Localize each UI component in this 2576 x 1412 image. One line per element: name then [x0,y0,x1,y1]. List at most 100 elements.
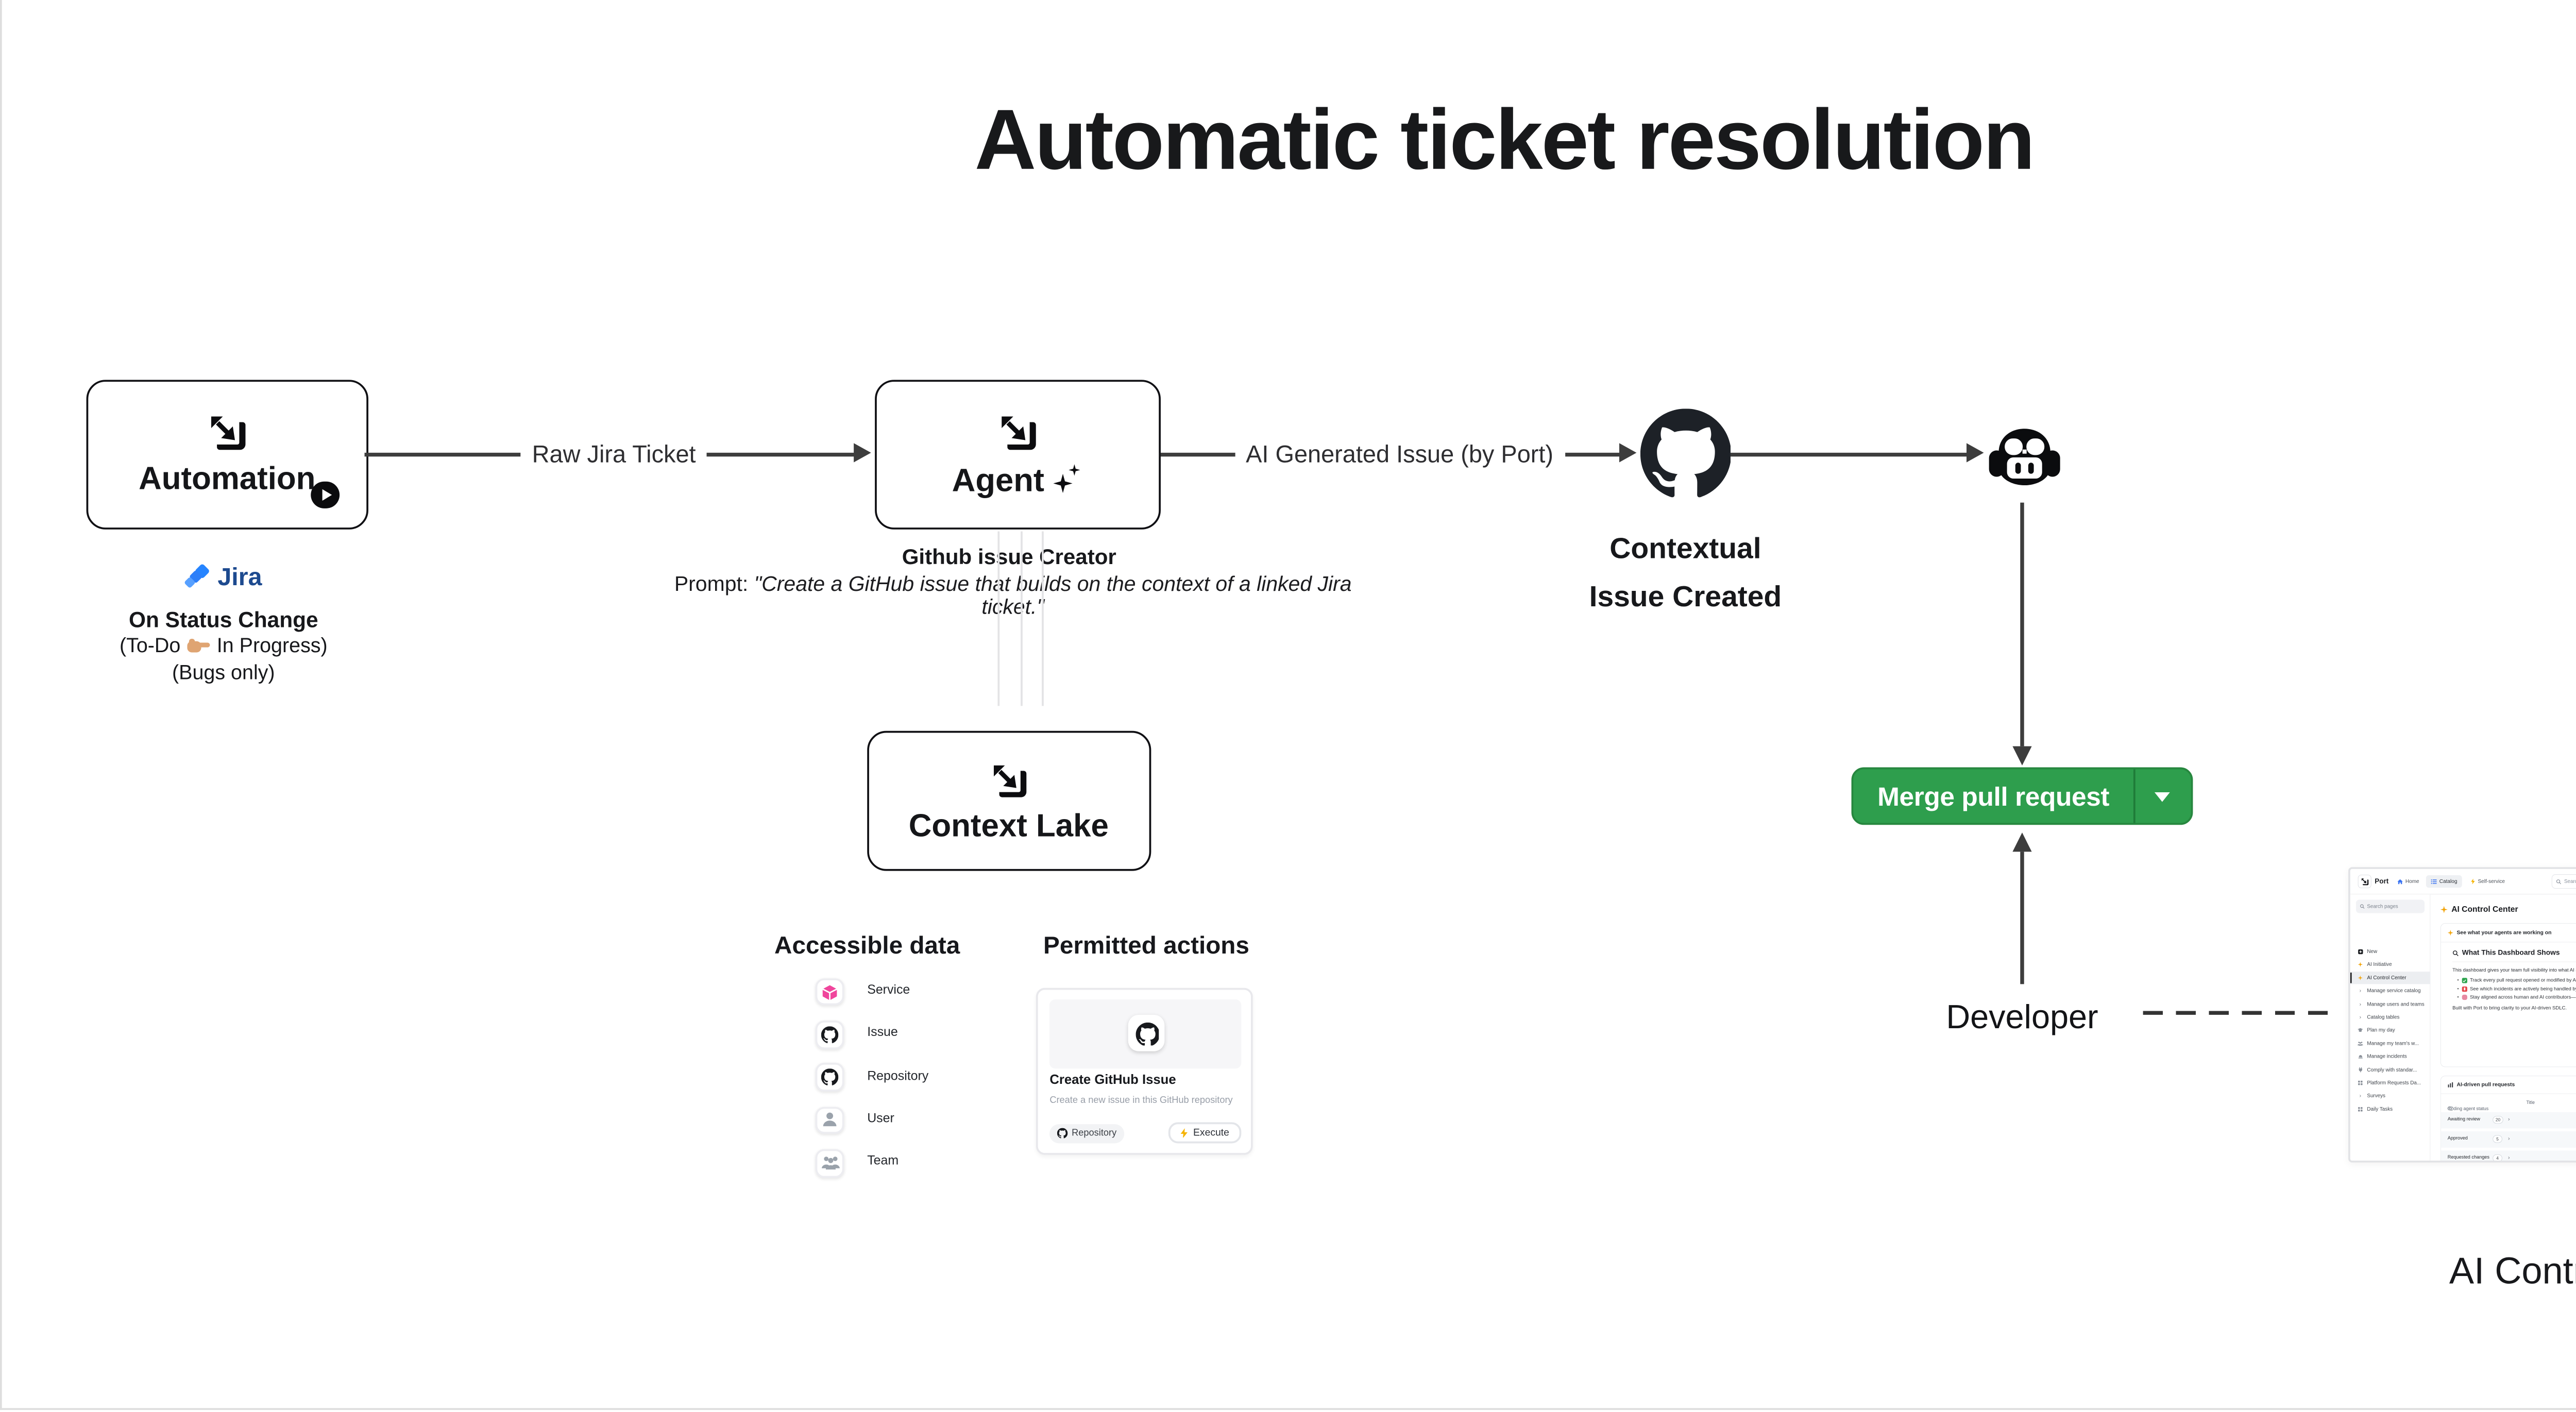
dashboard-intro: This dashboard gives your team full visi… [2452,967,2576,973]
count-badge: 5 [2493,1134,2502,1143]
edge-github-to-copilot-line [1730,452,1967,457]
plug-icon [2358,1067,2362,1072]
edge-developer-to-merge-line [2020,852,2025,984]
arrowhead-up-icon [2011,832,2031,852]
sparkle-icon [2441,905,2448,912]
github-caption-line1: Contextual [1609,533,1761,566]
context-link-line [998,531,1001,706]
mini-page-title: AI Control Center [2451,904,2518,913]
page-title: Automatic ticket resolution [974,94,2036,188]
jira-logo-icon [185,563,210,587]
sidebar-item-manage-incidents[interactable]: Manage incidents [2350,1050,2430,1062]
arrowhead-right-icon [854,442,871,462]
grid-icon [2358,1107,2363,1111]
action-card: Create GitHub Issue Create a new issue i… [1037,987,1254,1154]
run-automation-button[interactable] [311,481,339,509]
table-header-row: Coding agent status Title Pull Request U… [2441,1094,2576,1112]
action-card-github-tile [1129,1015,1165,1052]
data-item-label: User [867,1112,894,1126]
pointing-hand-icon [186,636,211,655]
sidebar-item-manage-users-teams[interactable]: ›Manage users and teams [2350,997,2430,1010]
sidebar-item-ai-initiative[interactable]: AI Initiative [2350,958,2430,971]
sidebar-item-manage-team-work[interactable]: Manage my team's w... [2350,1037,2430,1049]
bar-chart-icon [2448,1082,2453,1087]
accessible-data-heading: Accessible data [774,930,960,959]
sparkle-icon [2358,962,2363,966]
arrowhead-right-icon [1618,442,1636,462]
chevron-right-icon: › [2508,1116,2510,1122]
sidebar-item-plan-my-day[interactable]: Plan my day [2350,1024,2430,1036]
agent-node: Agent [875,380,1160,529]
team-icon [820,1155,839,1171]
catalog-list-icon [2431,878,2437,883]
mini-nav-home-label: Home [2405,878,2419,884]
arrowhead-down-icon [2011,746,2031,766]
github-caption: Contextual Issue Created [1531,525,1840,622]
chevron-right-icon: › [2508,1154,2510,1161]
sidebar-item-ai-control-center[interactable]: AI Control Center [2350,971,2431,984]
dashboard-info-card: See what your agents are working on What… [2440,923,2576,1067]
pull-requests-card: AI-driven pull requests Coding agent sta… [2440,1075,2576,1161]
edge-ai-generated-issue-label: AI Generated Issue (by Port) [1234,440,1565,469]
user-tile [816,1106,844,1134]
jira-trigger-label: On Status Change [128,609,318,633]
edge-copilot-to-merge-line [2020,501,2025,746]
github-icon [821,1069,839,1086]
github-icon [1135,1022,1159,1046]
sidebar-item-catalog-tables[interactable]: ›Catalog tables [2350,1011,2430,1023]
ai-control-center-screenshot: Port Home Catalog Self-service Search ⌘K… [2348,866,2576,1163]
jira-transition-label: (To-Do In Progress) [44,636,403,662]
data-item-label: Team [867,1155,899,1169]
dashboard-outro: Built with Port to bring clarity to your… [2452,1005,2567,1011]
team-icon [2358,1041,2363,1045]
cap-icon [2358,1028,2363,1032]
data-item-label: Service [867,984,910,998]
mini-nav-self-service[interactable]: Self-service [2470,878,2505,884]
mini-brand-label: Port [2375,877,2389,885]
mini-nav-catalog[interactable]: Catalog [2426,875,2462,888]
cube-icon [821,983,839,1001]
arrowhead-right-icon [1966,442,1984,462]
data-item-label: Issue [867,1027,898,1041]
check-icon [2462,977,2467,983]
chevron-right-icon: › [2508,1135,2510,1141]
bolt-icon [1180,1128,1189,1138]
chevron-right-icon: › [2359,1093,2362,1099]
automation-node-label: Automation [139,461,316,498]
search-icon [2360,904,2364,908]
edge-raw-jira-ticket-label: Raw Jira Ticket [520,440,707,469]
execute-button-label: Execute [1193,1127,1229,1139]
agent-prompt: Prompt: "Create a GitHub issue that buil… [649,573,1378,619]
mini-nav-home[interactable]: Home [2397,878,2419,884]
context-lake-node: Context Lake [867,731,1150,872]
jira-transition-from: (To-Do [119,635,181,659]
merge-options-dropdown[interactable] [2136,769,2190,824]
context-link-line [1042,531,1045,706]
mini-sidebar-search-input[interactable]: Search pages [2355,899,2425,913]
sparkles-icon [1054,466,1083,495]
jira-brand: Jira [82,562,364,591]
sidebar-item-surveys[interactable]: ›Surveys [2350,1090,2430,1102]
sidebar-item-new[interactable]: New [2350,945,2430,957]
count-badge: 4 [2493,1153,2502,1161]
sparkle-icon [2448,929,2453,935]
port-logo-icon [2573,1178,2576,1213]
sidebar-item-manage-service-catalog[interactable]: ›Manage service catalog [2350,984,2430,997]
caret-down-icon [2155,791,2171,802]
bullet-item: •Track every pull request opened or modi… [2457,977,2576,983]
sidebar-item-comply-standards[interactable]: Comply with standar... [2350,1063,2430,1076]
sidebar-item-platform-requests[interactable]: Platform Requests Da... [2350,1076,2430,1088]
execute-button[interactable]: Execute [1168,1122,1241,1144]
merge-pull-request-button[interactable]: Merge pull request [1851,767,2192,826]
mini-search-input[interactable]: Search ⌘K [2551,874,2576,889]
jira-brand-label: Jira [217,562,262,591]
permitted-actions-heading: Permitted actions [1043,930,1249,959]
alarm-icon [2358,1054,2363,1058]
merge-button-divider [2133,769,2136,824]
info-icon [2449,1106,2453,1111]
sidebar-item-daily-tasks[interactable]: Daily Tasks [2350,1102,2430,1115]
